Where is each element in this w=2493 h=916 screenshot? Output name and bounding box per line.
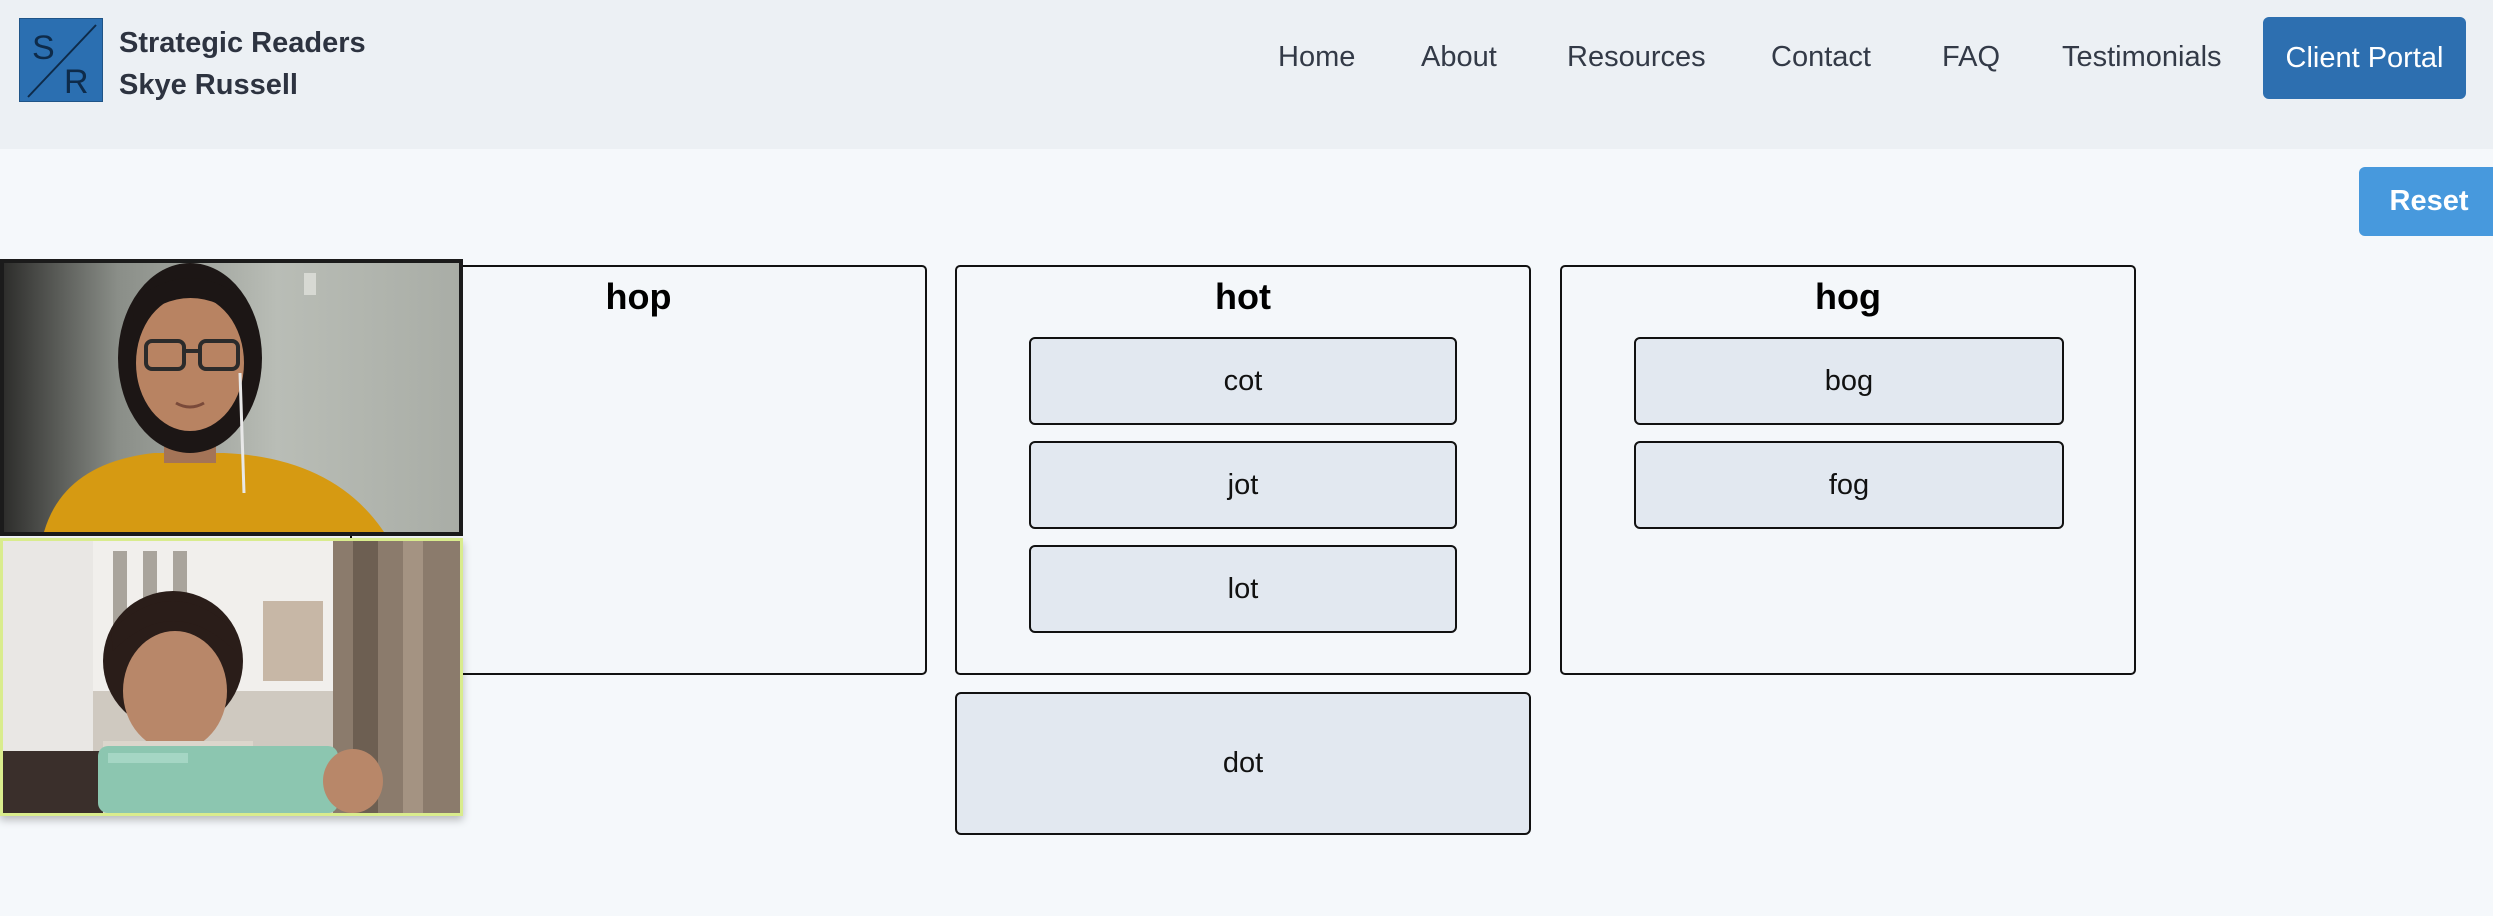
nav-about[interactable]: About (1421, 41, 1497, 73)
nav-home[interactable]: Home (1278, 41, 1356, 73)
reset-button[interactable]: Reset (2359, 167, 2493, 236)
svg-text:R: R (64, 63, 89, 101)
brand-title: Strategic Readers (119, 27, 366, 59)
student-video-feed (3, 541, 460, 813)
svg-text:S: S (32, 29, 55, 67)
brand-owner: Skye Russell (119, 69, 298, 101)
word-card[interactable]: jot (1029, 441, 1457, 529)
bin-title: hop (605, 276, 672, 317)
word-card[interactable]: fog (1634, 441, 2064, 529)
bin-hog[interactable]: hog bog fog (1560, 265, 2136, 675)
word-card[interactable]: lot (1029, 545, 1457, 633)
teacher-video[interactable] (0, 259, 463, 536)
word-card[interactable]: bog (1634, 337, 2064, 425)
nav-faq[interactable]: FAQ (1942, 41, 2001, 73)
bin-title: hot (1215, 276, 1271, 317)
word-card[interactable]: cot (1029, 337, 1457, 425)
bin-hot[interactable]: hot cot jot lot (955, 265, 1531, 675)
brand-name[interactable]: Strategic Readers Skye Russell (119, 22, 366, 106)
logo-mark-icon: S R (27, 24, 97, 101)
nav-testimonials[interactable]: Testimonials (2062, 41, 2222, 73)
student-video[interactable] (0, 538, 463, 816)
client-portal-button[interactable]: Client Portal (2263, 17, 2466, 99)
site-header: S R Strategic Readers Skye Russell Home … (0, 0, 2493, 149)
nav-resources[interactable]: Resources (1567, 41, 1706, 73)
teacher-video-feed (4, 263, 459, 532)
unsorted-word-card[interactable]: dot (955, 692, 1531, 835)
nav-contact[interactable]: Contact (1771, 41, 1871, 73)
bin-title: hog (1815, 276, 1881, 317)
logo[interactable]: S R (19, 18, 103, 102)
